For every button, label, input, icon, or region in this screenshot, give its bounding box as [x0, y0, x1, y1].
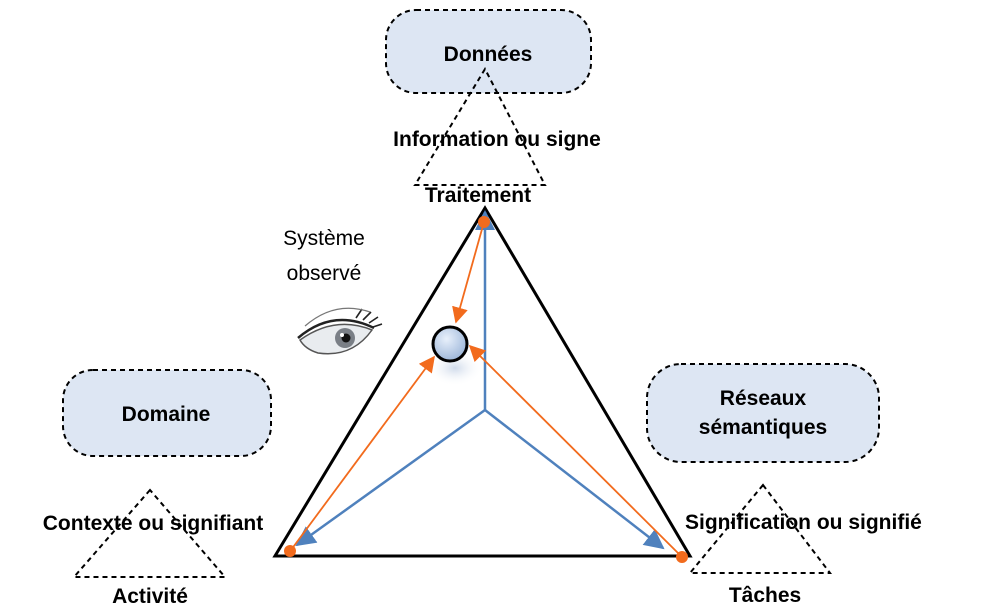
orange-arrow-left	[290, 355, 435, 551]
eye-upper-lid	[297, 318, 375, 339]
orange-dot-left	[284, 545, 296, 557]
observer-label-line2: observé	[287, 262, 362, 285]
label-signification-ou-signifie: Signification ou signifié	[685, 511, 922, 534]
node-domaine-label: Domaine	[122, 403, 211, 426]
orange-dot-top	[478, 216, 490, 228]
eye-brow	[304, 307, 371, 327]
blue-axis-left	[295, 408, 486, 547]
top-small-triangle	[413, 66, 547, 186]
node-reseaux-label-line2: sémantiques	[699, 416, 827, 439]
orange-arrow-top	[452, 221, 485, 324]
node-donnees: Données	[385, 9, 592, 94]
eye-icon	[297, 307, 383, 355]
orange-arrow-right	[468, 344, 683, 558]
orange-arrows	[284, 216, 688, 563]
observed-system-node	[431, 325, 469, 363]
label-activite: Activité	[112, 585, 188, 608]
left-small-triangle	[71, 488, 228, 578]
eye-glint	[340, 333, 344, 337]
label-information-ou-signe: Information ou signe	[393, 128, 601, 151]
node-donnees-label: Données	[444, 43, 533, 66]
node-domaine-box	[62, 369, 272, 457]
node-donnees-box	[385, 9, 592, 94]
main-triangle	[272, 205, 693, 558]
blue-axis-right	[484, 409, 665, 550]
observer-label-line1: Système	[283, 227, 365, 250]
eye-lashes	[355, 308, 383, 328]
node-reseaux-box	[646, 363, 880, 463]
node-reseaux-label-line1: Réseaux	[720, 387, 807, 410]
label-contexte-ou-signifiant: Contexte ou signifiant	[43, 512, 264, 535]
label-taches: Tâches	[729, 584, 801, 607]
orange-dot-right	[676, 551, 688, 563]
label-traitement: Traitement	[425, 184, 531, 207]
node-reseaux-semantiques: Réseaux sémantiques	[646, 363, 880, 463]
node-domaine: Domaine	[62, 369, 272, 457]
blue-axes	[295, 210, 665, 550]
right-small-triangle	[687, 483, 833, 574]
